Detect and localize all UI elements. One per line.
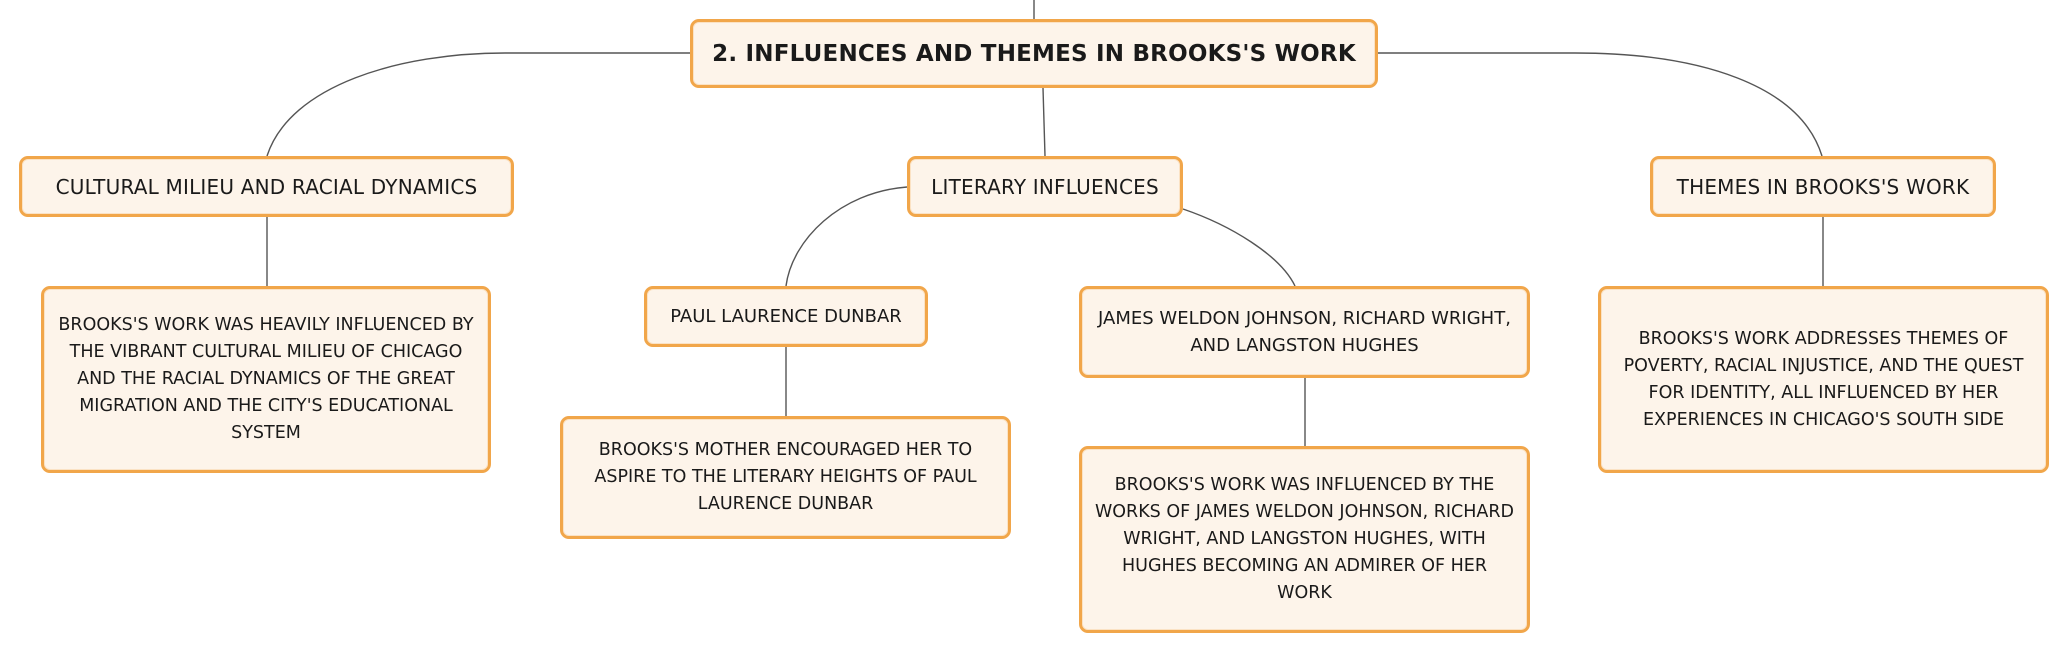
detail-text: BROOKS'S MOTHER ENCOURAGED HER TO ASPIRE… bbox=[594, 440, 977, 514]
connector-literary-to-dunbar bbox=[785, 186, 908, 287]
connector-root-to-cultural bbox=[266, 52, 690, 157]
subtopic-node-johnson-wright-hughes[interactable]: JAMES WELDON JOHNSON, RICHARD WRIGHT, AN… bbox=[1079, 286, 1530, 378]
root-topic-node[interactable]: 2. INFLUENCES AND THEMES IN BROOKS'S WOR… bbox=[690, 19, 1378, 88]
subtopic-node-dunbar[interactable]: PAUL LAURENCE DUNBAR bbox=[644, 286, 928, 347]
subtopic-label: PAUL LAURENCE DUNBAR bbox=[670, 306, 902, 327]
detail-text: BROOKS'S WORK ADDRESSES THEMES OF POVERT… bbox=[1623, 328, 2024, 430]
detail-text: BROOKS'S WORK WAS INFLUENCED BY THE WORK… bbox=[1094, 475, 1515, 603]
detail-node-dunbar[interactable]: BROOKS'S MOTHER ENCOURAGED HER TO ASPIRE… bbox=[560, 416, 1011, 539]
topic-label: CULTURAL MILIEU AND RACIAL DYNAMICS bbox=[55, 174, 478, 199]
connector-root-to-themes bbox=[1378, 52, 1823, 157]
connector-literary-to-jwj bbox=[1182, 208, 1296, 287]
topic-label: LITERARY INFLUENCES bbox=[931, 174, 1159, 199]
topic-node-themes[interactable]: THEMES IN BROOKS'S WORK bbox=[1650, 156, 1996, 217]
root-topic-label: 2. INFLUENCES AND THEMES IN BROOKS'S WOR… bbox=[712, 40, 1356, 67]
detail-node-themes[interactable]: BROOKS'S WORK ADDRESSES THEMES OF POVERT… bbox=[1598, 286, 2049, 473]
detail-node-johnson-wright-hughes[interactable]: BROOKS'S WORK WAS INFLUENCED BY THE WORK… bbox=[1079, 446, 1530, 633]
connector-root-to-literary bbox=[1042, 87, 1046, 157]
detail-node-cultural-milieu[interactable]: BROOKS'S WORK WAS HEAVILY INFLUENCED BY … bbox=[41, 286, 491, 473]
topic-node-literary-influences[interactable]: LITERARY INFLUENCES bbox=[907, 156, 1183, 217]
topic-label: THEMES IN BROOKS'S WORK bbox=[1676, 174, 1970, 199]
topic-node-cultural-milieu[interactable]: CULTURAL MILIEU AND RACIAL DYNAMICS bbox=[19, 156, 514, 217]
detail-text: BROOKS'S WORK WAS HEAVILY INFLUENCED BY … bbox=[58, 315, 474, 443]
subtopic-label: JAMES WELDON JOHNSON, RICHARD WRIGHT, AN… bbox=[1098, 308, 1511, 356]
